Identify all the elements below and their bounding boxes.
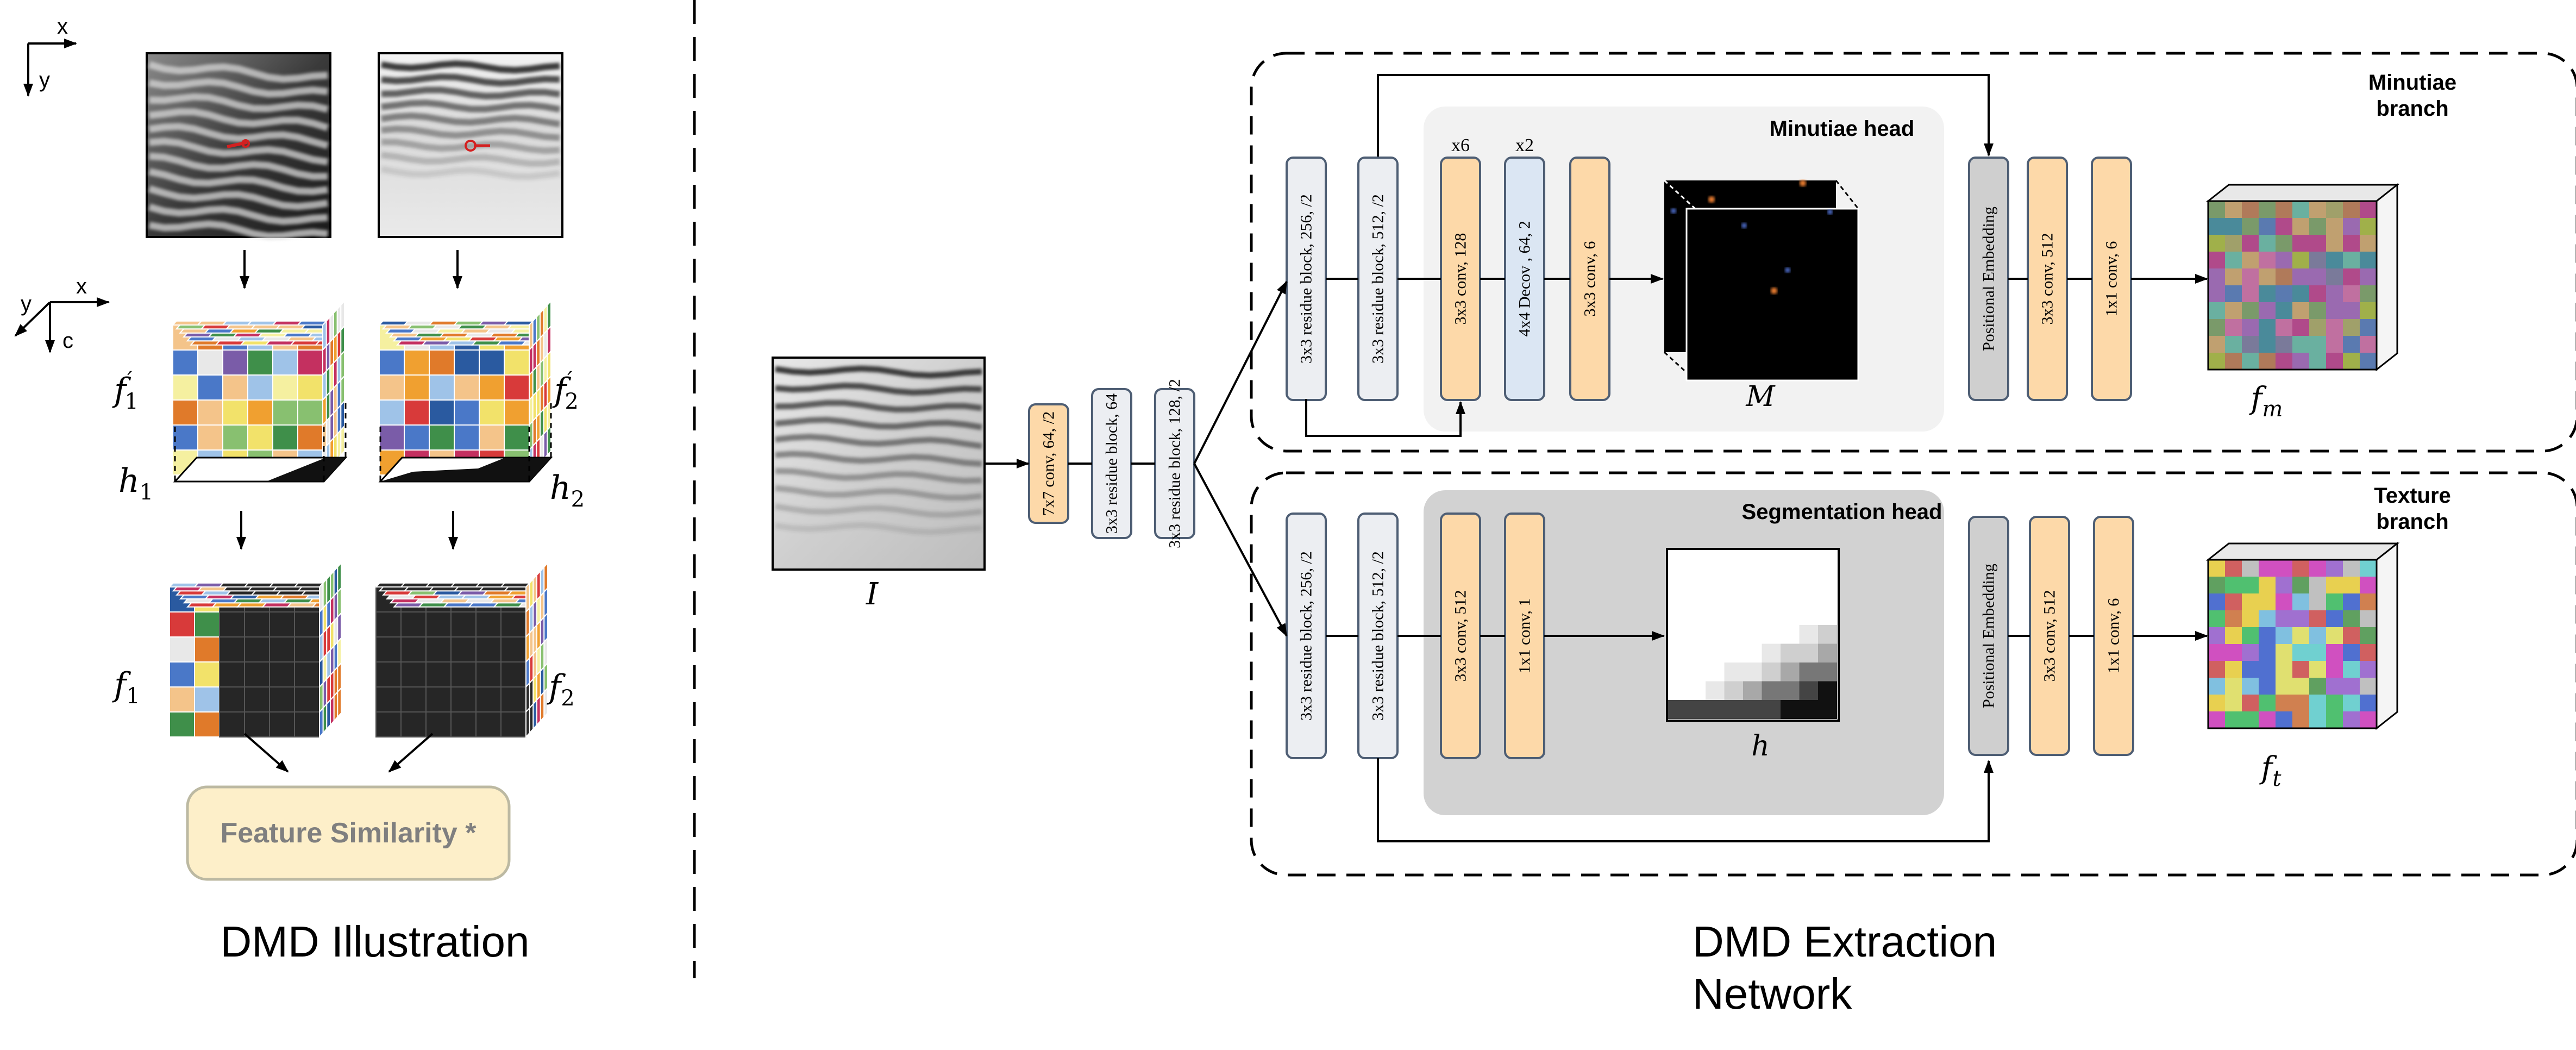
- backbone-block-2: 3x3 residue block, 64: [1091, 388, 1132, 539]
- minutiae-map-M: [1663, 179, 1859, 382]
- minutiae-head-block-3-label: 3x3 conv, 6: [1581, 241, 1599, 317]
- minutiae-head-block-2-repeat: x2: [1515, 135, 1534, 155]
- label-f1: f1: [112, 666, 140, 709]
- minutiae-res-block-2: 3x3 residue block, 512, /2: [1357, 157, 1399, 401]
- backbone-block-3-label: 3x3 residue block, 128, /2: [1166, 379, 1184, 548]
- mask-plane-h1: [173, 403, 348, 483]
- axis3d-c-label: c: [62, 329, 73, 353]
- xy-axes-icon: [23, 39, 77, 97]
- input-label: I: [866, 577, 879, 612]
- network-connectors: [985, 74, 2208, 842]
- caption-illustration: DMD Illustration: [220, 917, 529, 966]
- minutiae-head-block-2: 4x4 Decov , 64, 2 x2: [1504, 135, 1545, 401]
- latent-fingerprint-patch: [146, 52, 331, 240]
- rolled-fingerprint-patch: [378, 52, 563, 238]
- minutiae-post-block-1-label: Positional Embedding: [1980, 207, 1998, 351]
- label-h2: h2: [550, 469, 585, 512]
- output-label-ft: ft: [2259, 751, 2282, 791]
- minutiae-post-block-3: 1x1 conv, 6: [2091, 157, 2132, 401]
- minutiae-head-block-1-label: 3x3 conv, 128: [1452, 233, 1470, 325]
- minutiae-branch-container: [1250, 52, 2576, 453]
- axis-y-label: y: [39, 68, 50, 92]
- axis3d-x-label: x: [76, 274, 87, 298]
- minutiae-post-block-2: 3x3 conv, 512: [2027, 157, 2068, 401]
- minutiae-head-block-3: 3x3 conv, 6: [1569, 157, 1610, 401]
- minutiae-head-block-1-repeat: x6: [1451, 135, 1470, 155]
- label-f1-prime: f′1: [112, 367, 139, 414]
- feature-similarity-box: Feature Similarity *: [186, 785, 511, 881]
- axis-x-label: x: [57, 15, 68, 39]
- texture-post-block-2: 3x3 conv, 512: [2029, 516, 2070, 756]
- segmentation-head-block-1-label: 3x3 conv, 512: [1452, 590, 1470, 682]
- backbone-block-2-label: 3x3 residue block, 64: [1103, 393, 1121, 534]
- minutiae-post-block-1: Positional Embedding: [1968, 157, 2009, 401]
- segmentation-head-block-2-label: 1x1 conv, 1: [1516, 598, 1534, 674]
- feature-cube-f1-prime: [171, 299, 346, 477]
- minutiae-res-block-1-label: 3x3 residue block, 256, /2: [1298, 194, 1315, 364]
- minutiae-res-block-2-label: 3x3 residue block, 512, /2: [1369, 194, 1387, 364]
- input-fingerprint-image: [772, 357, 986, 571]
- feature-similarity-label: Feature Similarity *: [220, 817, 477, 849]
- texture-post-block-3-label: 1x1 conv, 6: [2105, 598, 2123, 674]
- output-cube-fm: [2205, 183, 2400, 372]
- map-label-h: h: [1751, 730, 1770, 762]
- axis3d-y-label: y: [21, 292, 32, 316]
- backbone-block-1-label: 7x7 conv, 64, /2: [1040, 411, 1058, 516]
- texture-res-block-2: 3x3 residue block, 512, /2: [1357, 512, 1399, 759]
- texture-post-block-1-label: Positional Embedding: [1980, 564, 1998, 708]
- output-label-fm: fm: [2249, 381, 2283, 422]
- label-f2-prime: f′2: [552, 367, 579, 414]
- label-h1: h1: [118, 462, 153, 505]
- masked-cube-f1: [168, 561, 343, 739]
- texture-post-block-2-label: 3x3 conv, 512: [2041, 590, 2059, 682]
- texture-res-block-2-label: 3x3 residue block, 512, /2: [1369, 551, 1387, 721]
- map-label-M: M: [1745, 380, 1776, 413]
- minutiae-post-block-2-label: 3x3 conv, 512: [2039, 233, 2057, 325]
- segmentation-map-h: [1666, 548, 1840, 722]
- dmd-illustration: x y x y c: [14, 15, 585, 966]
- texture-res-block-1: 3x3 residue block, 256, /2: [1286, 512, 1327, 759]
- backbone-block-3: 3x3 residue block, 128, /2: [1154, 379, 1195, 548]
- segmentation-head-block-2: 1x1 conv, 1: [1504, 512, 1545, 759]
- xyc-axes-icon: [14, 297, 110, 353]
- mask-plane-h2: [378, 403, 553, 483]
- backbone-block-1: 7x7 conv, 64, /2: [1028, 403, 1069, 524]
- minutiae-head-block-2-label: 4x4 Decov , 64, 2: [1516, 221, 1534, 336]
- minutiae-post-block-3-label: 1x1 conv, 6: [2103, 241, 2121, 317]
- minutiae-res-block-1: 3x3 residue block, 256, /2: [1286, 157, 1327, 401]
- texture-post-block-1: Positional Embedding: [1968, 516, 2009, 756]
- segmentation-head-title: Segmentation head: [1742, 500, 1942, 524]
- feature-cube-f2-prime: [378, 299, 553, 477]
- texture-res-block-1-label: 3x3 residue block, 256, /2: [1298, 551, 1315, 721]
- output-cube-ft: [2205, 541, 2400, 730]
- minutiae-head-title: Minutiae head: [1770, 117, 1915, 141]
- texture-post-block-3: 1x1 conv, 6: [2093, 516, 2134, 756]
- label-f2: f2: [547, 668, 575, 711]
- segmentation-head-block-1: 3x3 conv, 512: [1440, 512, 1481, 759]
- texture-branch-container: [1250, 471, 2576, 877]
- masked-cube-f2: [374, 561, 549, 739]
- minutiae-head-block-1: 3x3 conv, 128 x6: [1440, 135, 1481, 401]
